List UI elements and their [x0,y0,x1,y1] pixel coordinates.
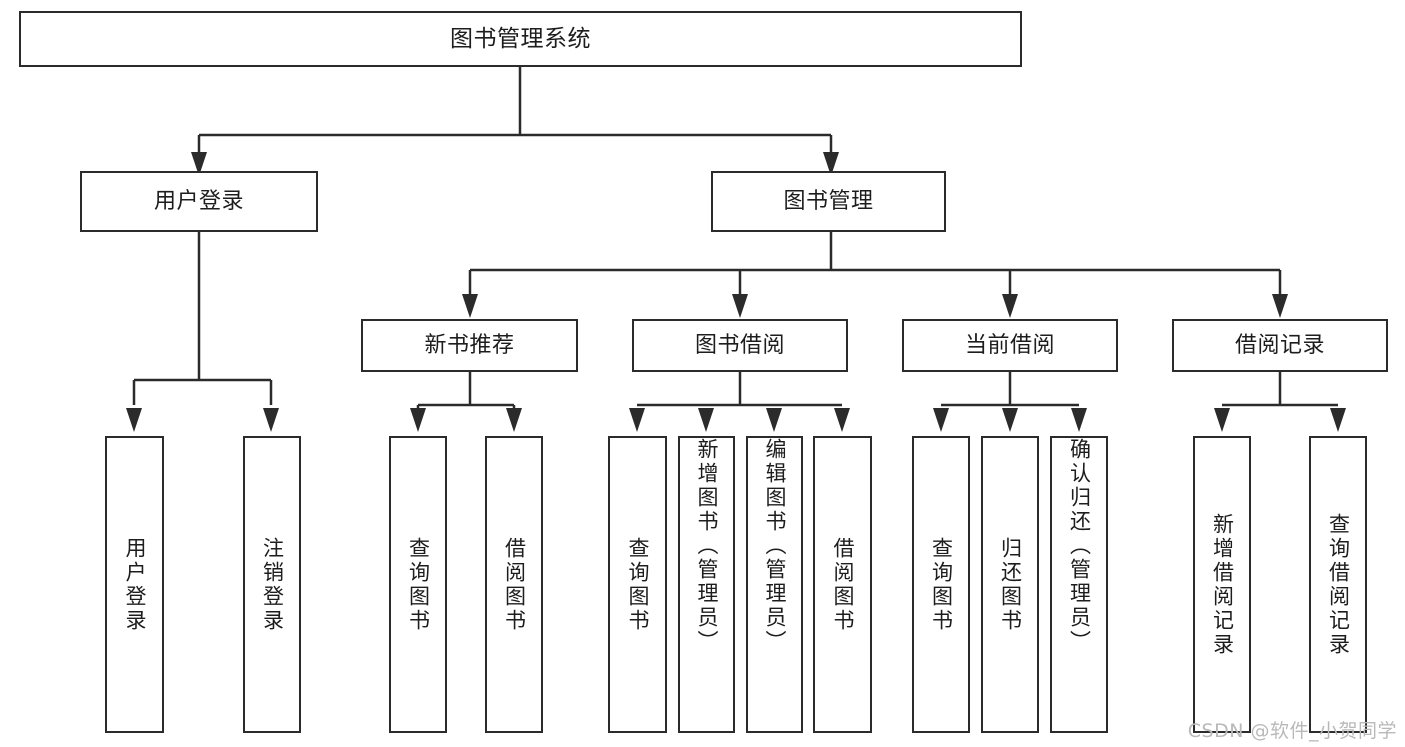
leaf-cb-query-book-label: 查询图书 [929,536,954,633]
arrow-l3-3 [1002,294,1018,318]
arrow-br-1 [1214,408,1230,432]
leaf-bb-query-book[interactable]: 查询图书 [608,436,667,733]
arrow-cb-1 [933,408,949,432]
arrow-bb-4 [834,408,850,432]
arrow-cb-2 [1002,408,1018,432]
node-user-login-label: 用户登录 [153,188,244,214]
leaf-bb-borrow-book-label: 借阅图书 [831,536,855,633]
arrow-cb-3 [1071,408,1087,432]
arrow-l3-4 [1272,294,1288,318]
arrow-l3-1 [462,294,478,318]
node-new-book-recommend[interactable]: 新书推荐 [361,319,578,372]
leaf-cb-confirm-return[interactable]: 确认归还（管理员） [1050,436,1108,733]
arrow-ul-leaf-1 [126,408,142,432]
leaf-cb-query-book[interactable]: 查询图书 [912,436,970,733]
leaf-bb-query-book-label: 查询图书 [626,536,650,633]
leaf-cb-return-book-label: 归还图书 [998,536,1023,633]
watermark: CSDN @软件_小贺同学 [1187,720,1397,742]
node-new-book-recommend-label: 新书推荐 [424,332,515,358]
arrow-bb-1 [629,408,645,432]
arrow-ul-leaf-2 [263,408,279,432]
node-borrow-record-label: 借阅记录 [1234,332,1325,358]
leaf-bb-edit-book-label: 编辑图书（管理员） [763,438,787,654]
leaf-br-add-record[interactable]: 新增借阅记录 [1193,436,1251,733]
leaf-cb-return-book[interactable]: 归还图书 [981,436,1039,733]
leaf-nbr-borrow-book[interactable]: 借阅图书 [485,436,543,733]
leaf-nbr-query-book-label: 查询图书 [406,536,431,633]
node-borrow-record[interactable]: 借阅记录 [1172,319,1388,372]
leaf-br-query-record-label: 查询借阅记录 [1326,512,1351,657]
leaf-user-login-signin-label: 用户登录 [123,536,147,633]
arrow-nbr-2 [506,408,522,432]
arrow-br-2 [1330,408,1346,432]
leaf-nbr-query-book[interactable]: 查询图书 [389,436,447,733]
node-user-login[interactable]: 用户登录 [80,171,318,232]
leaf-nbr-borrow-book-label: 借阅图书 [502,536,527,633]
leaf-br-query-record[interactable]: 查询借阅记录 [1309,436,1367,733]
node-current-borrow[interactable]: 当前借阅 [902,319,1118,372]
leaf-bb-add-book-label: 新增图书（管理员） [695,438,719,654]
arrow-l3-2 [732,294,748,318]
node-root[interactable]: 图书管理系统 [19,11,1022,67]
arrow-bb-3 [766,408,782,432]
arrow-bb-2 [698,408,714,432]
node-book-manage-label: 图书管理 [783,188,874,214]
leaf-cb-confirm-return-label: 确认归还（管理员） [1067,438,1092,654]
node-book-borrow[interactable]: 图书借阅 [632,319,848,372]
leaf-br-add-record-label: 新增借阅记录 [1210,512,1235,657]
node-book-borrow-label: 图书借阅 [694,332,785,358]
node-book-manage[interactable]: 图书管理 [711,171,946,232]
node-current-borrow-label: 当前借阅 [964,332,1055,358]
arrow-nbr-1 [410,408,426,432]
leaf-bb-edit-book[interactable]: 编辑图书（管理员） [746,436,803,733]
leaf-user-login-signout-label: 注销登录 [260,536,285,633]
leaf-user-login-signout[interactable]: 注销登录 [243,436,301,733]
leaf-bb-add-book[interactable]: 新增图书（管理员） [678,436,735,733]
node-root-label: 图书管理系统 [450,25,591,52]
leaf-user-login-signin[interactable]: 用户登录 [105,436,164,733]
leaf-bb-borrow-book[interactable]: 借阅图书 [813,436,872,733]
